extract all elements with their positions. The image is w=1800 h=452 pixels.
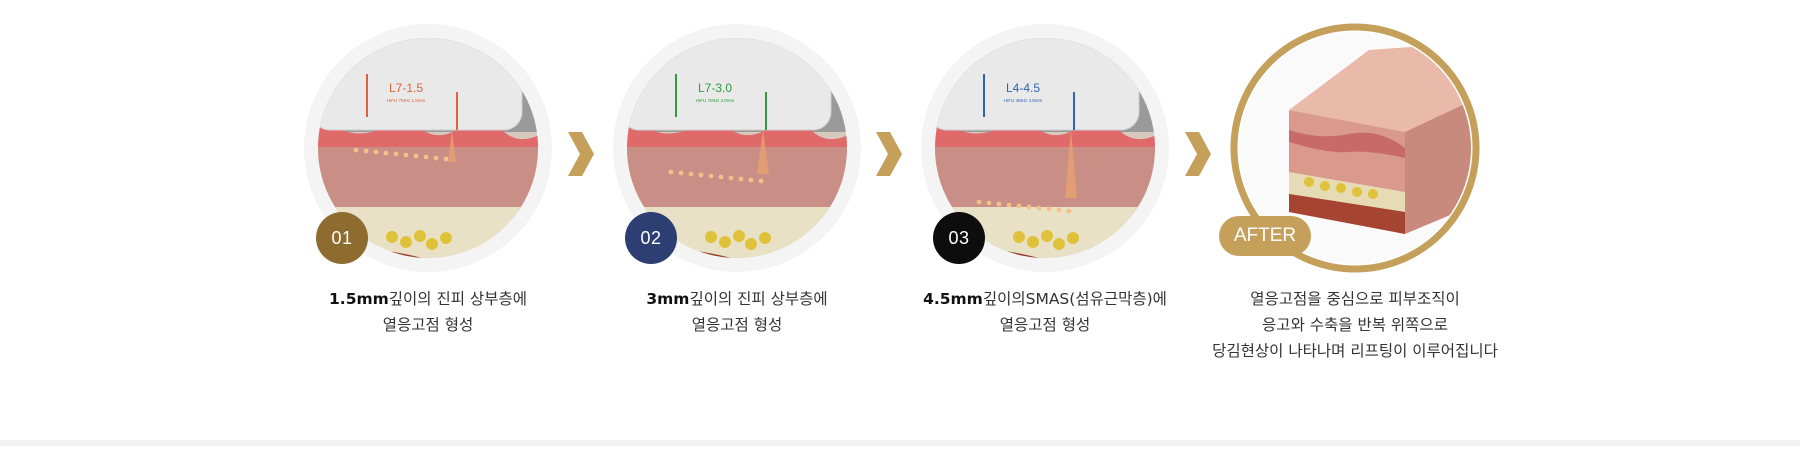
step-2: L7-3.0 HIFU 7MHz 3.0mm 02 3mm깊이의 진피 상부층에…	[611, 22, 863, 334]
caption-line-2: 열응고점 형성	[999, 316, 1091, 334]
step-caption: 1.5mm깊이의 진피 상부층에 열응고점 형성	[278, 286, 578, 338]
device-sub-label: HIFU 7MHz 1.5mm	[387, 98, 426, 103]
device-label: L4-4.5	[1006, 81, 1040, 95]
device-label: L7-1.5	[389, 81, 423, 95]
skin-block-image	[1230, 23, 1480, 273]
step-badge: 03	[933, 212, 985, 264]
step-3-illustration: L4-4.5 HIFU 4MHz 4.5mm 03	[919, 22, 1171, 274]
after-badge: AFTER	[1219, 216, 1311, 256]
step-badge: 01	[316, 212, 368, 264]
chevron-right-icon	[876, 132, 902, 176]
after-caption-line-1: 열응고점을 중심으로 피부조직이	[1250, 290, 1460, 308]
step-2-illustration: L7-3.0 HIFU 7MHz 3.0mm 02	[611, 22, 863, 274]
device-sub-label: HIFU 7MHz 3.0mm	[696, 98, 735, 103]
step-caption: 4.5mm깊이의SMAS(섬유근막층)에 열응고점 형성	[895, 286, 1195, 338]
caption-line-2: 열응고점 형성	[691, 316, 783, 334]
caption-line-1: 깊이의 진피 상부층에	[689, 290, 828, 308]
step-1-illustration: L7-1.5 HIFU 7MHz 1.5mm 01	[302, 22, 554, 274]
caption-line-1: 깊이의 진피 상부층에	[388, 290, 527, 308]
device-label: L7-3.0	[698, 81, 732, 95]
caption-depth: 4.5mm	[923, 290, 983, 308]
step-caption: 3mm깊이의 진피 상부층에 열응고점 형성	[587, 286, 887, 338]
chevron-right-icon	[1185, 132, 1211, 176]
caption-line-2: 열응고점 형성	[382, 316, 474, 334]
device-sub-label: HIFU 4MHz 4.5mm	[1004, 98, 1043, 103]
step-1: L7-1.5 HIFU 7MHz 1.5mm 01 1.5mm깊이의 진피 상부…	[302, 22, 554, 334]
caption-line-1: 깊이의SMAS(섬유근막층)에	[982, 290, 1167, 308]
step-after: AFTER 열응고점을 중심으로 피부조직이 응고와 수축을 반복 위쪽으로 당…	[1212, 22, 1498, 360]
step-badge: 02	[625, 212, 677, 264]
after-caption-line-3: 당김현상이 나타나며 리프팅이 이루어집니다	[1212, 342, 1498, 360]
after-caption-line-2: 응고와 수축을 반복 위쪽으로	[1262, 316, 1448, 334]
bottom-divider	[0, 440, 1800, 446]
chevron-right-icon	[568, 132, 594, 176]
caption-depth: 1.5mm	[329, 290, 389, 308]
step-3: L4-4.5 HIFU 4MHz 4.5mm 03 4.5mm깊이의SMAS(섬…	[919, 22, 1171, 334]
caption-depth: 3mm	[646, 290, 690, 308]
after-caption: 열응고점을 중심으로 피부조직이 응고와 수축을 반복 위쪽으로 당김현상이 나…	[1193, 286, 1517, 364]
after-illustration: AFTER	[1219, 22, 1481, 274]
